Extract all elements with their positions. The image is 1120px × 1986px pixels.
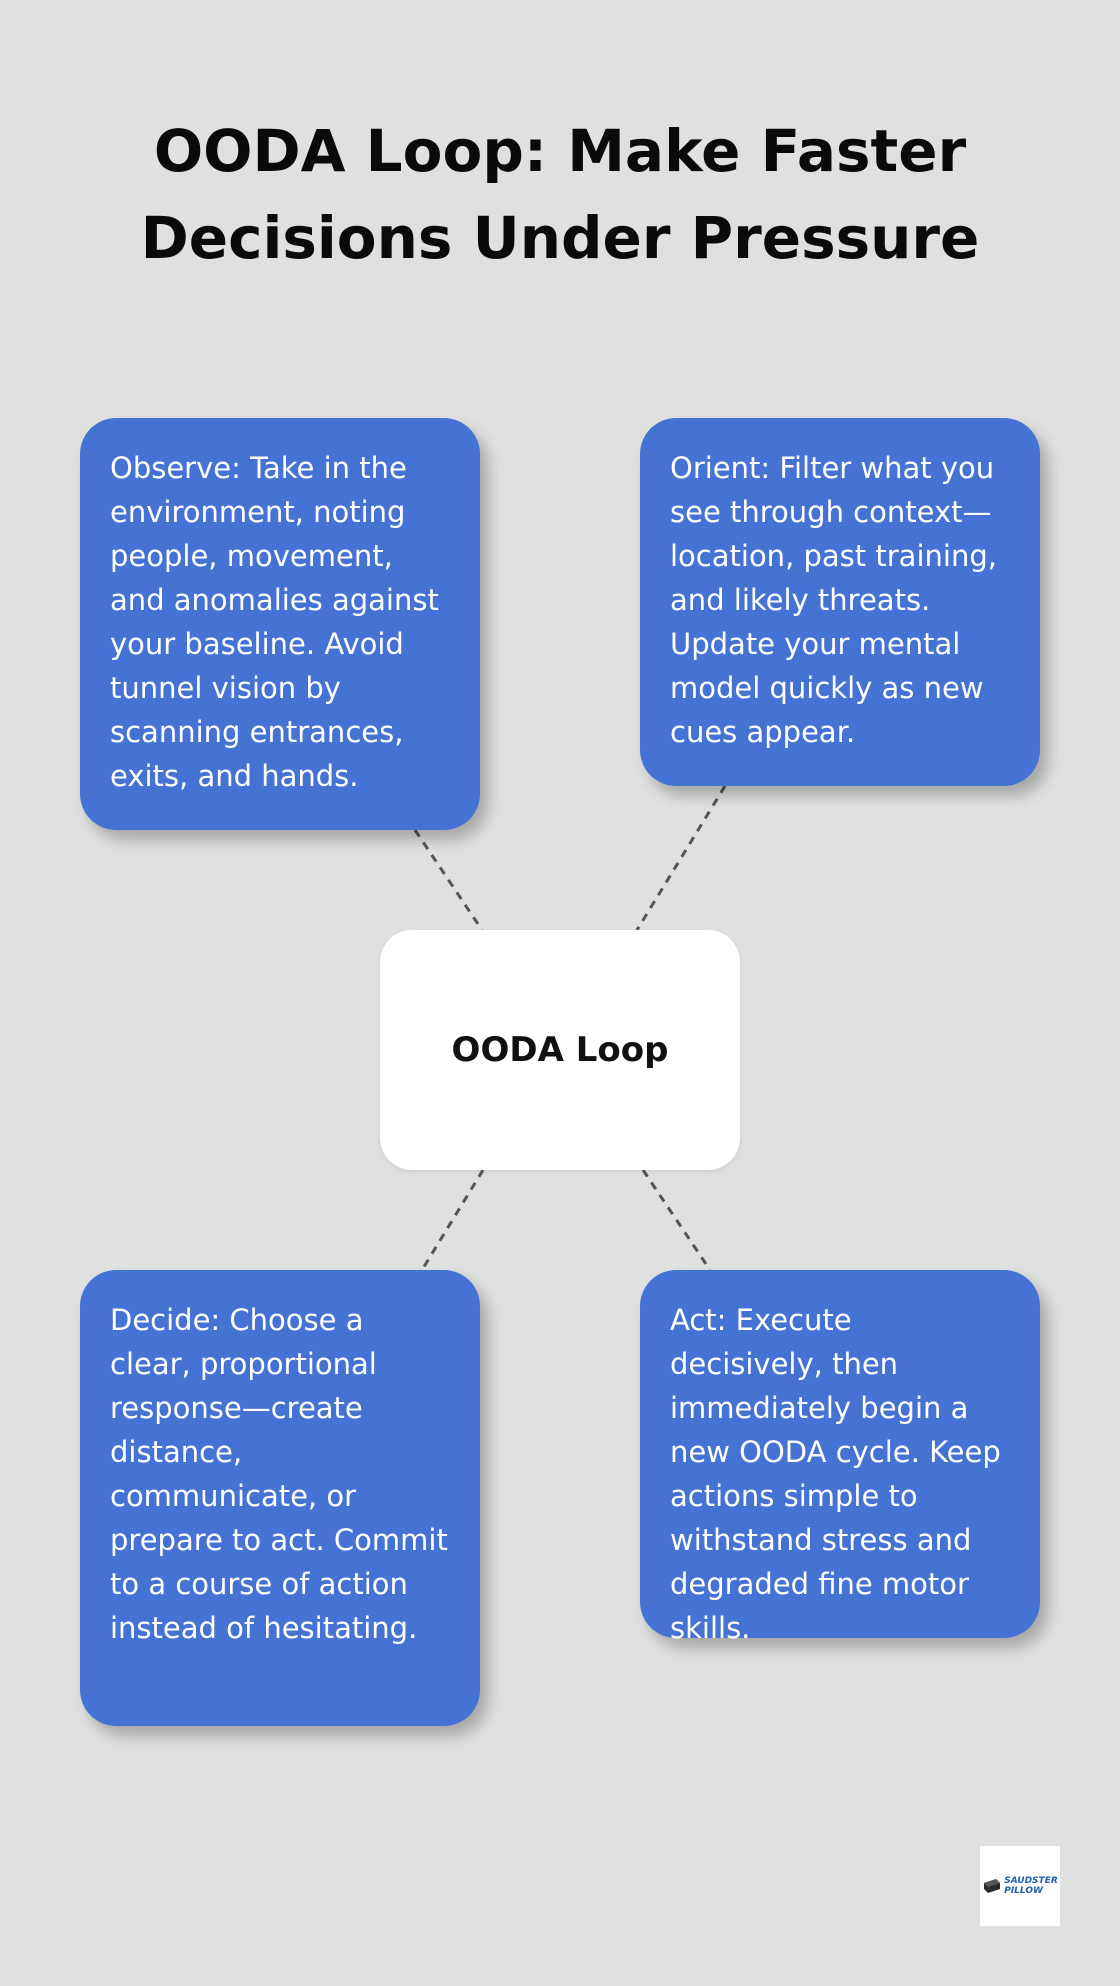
center-label: OODA Loop	[451, 1030, 669, 1070]
logo-text-line1: SAUDSTER	[1004, 1876, 1058, 1886]
logo-text: SAUDSTER PILLOW	[1004, 1876, 1058, 1896]
logo-mark: SAUDSTER PILLOW	[982, 1876, 1058, 1896]
connector-observe	[413, 829, 484, 931]
card-act: Act: Execute decisively, then immediatel…	[640, 1270, 1040, 1645]
logo-text-line2: PILLOW	[1004, 1886, 1043, 1896]
connector-orient	[635, 785, 727, 931]
card-orient: Orient: Filter what you see through cont…	[640, 418, 1040, 786]
pillow-icon	[984, 1879, 1001, 1893]
connector-decide	[420, 1169, 485, 1271]
brand-logo: SAUDSTER PILLOW	[980, 1846, 1060, 1926]
center-node: OODA Loop	[380, 930, 740, 1170]
card-observe: Observe: Take in the environment, noting…	[80, 418, 480, 830]
connector-act	[641, 1169, 712, 1271]
card-decide: Decide: Choose a clear, proportional res…	[80, 1270, 480, 1726]
page-title: OODA Loop: Make Faster Decisions Under P…	[140, 117, 980, 272]
